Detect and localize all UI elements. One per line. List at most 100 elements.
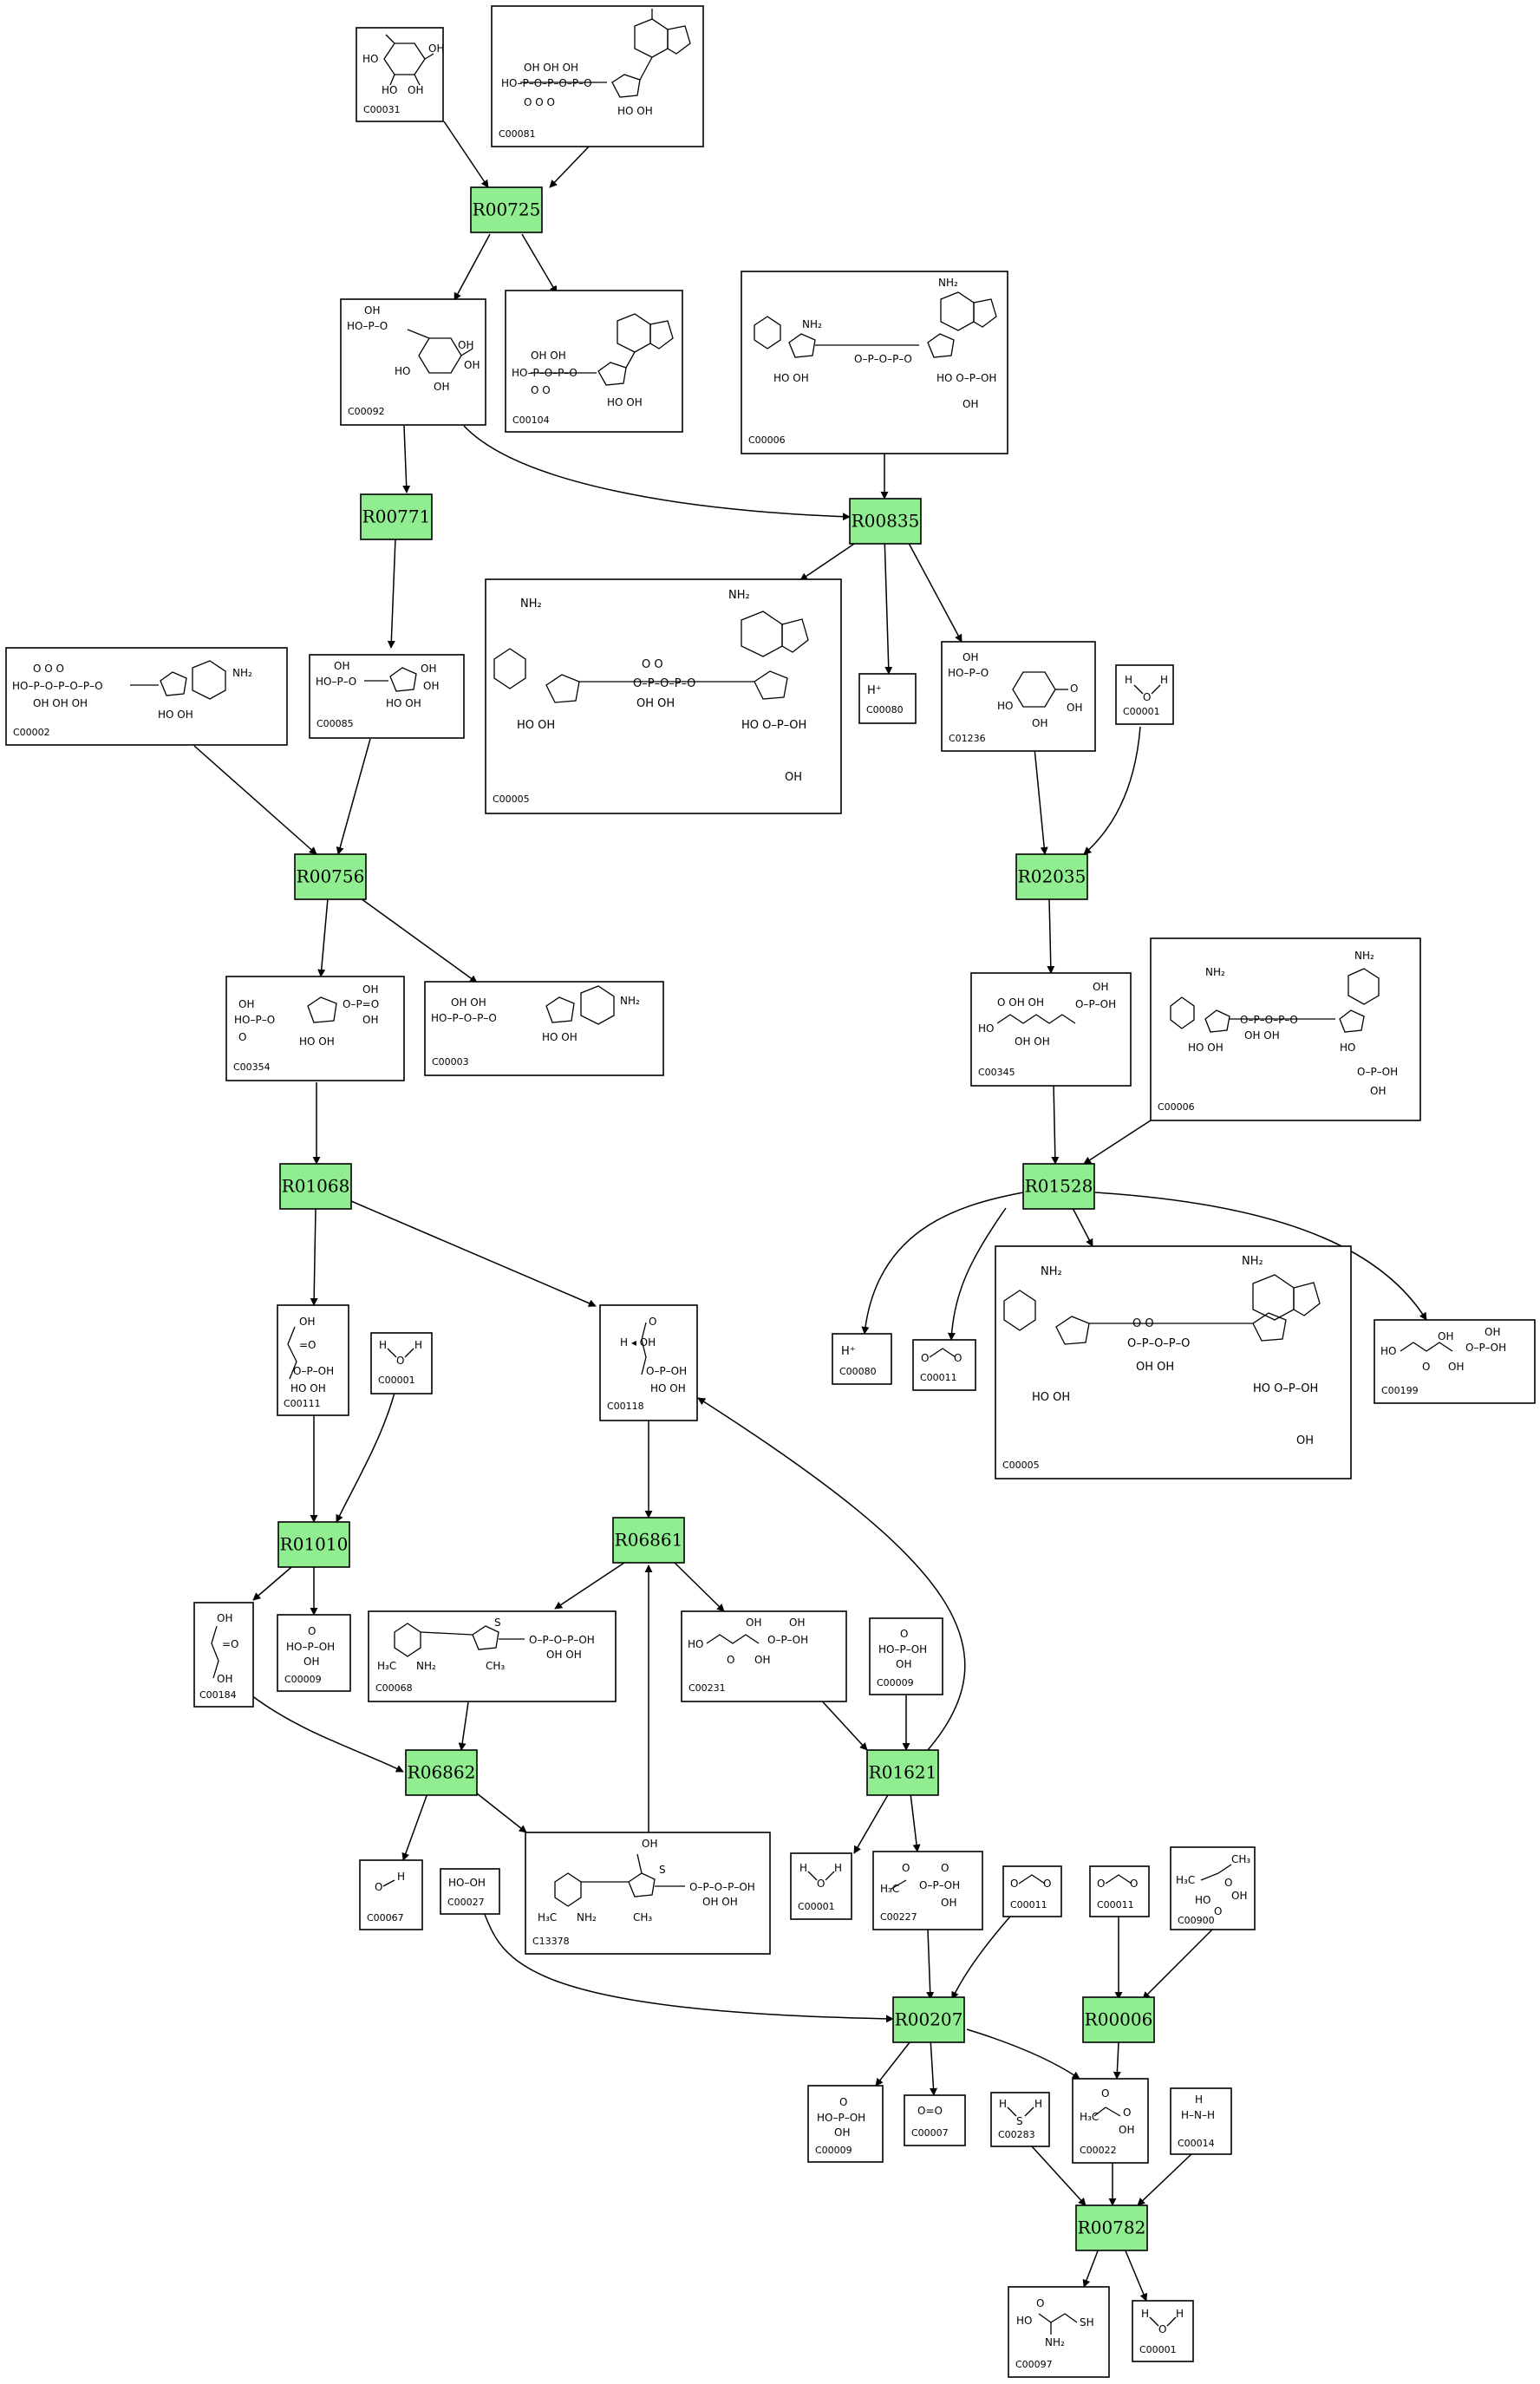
compound-c00227[interactable]: O H₃C O–P–OH O OH C00227 bbox=[872, 1851, 983, 1930]
compound-label: C00085 bbox=[316, 718, 354, 729]
edge bbox=[861, 1192, 1024, 1335]
atom-label: OH bbox=[362, 1014, 378, 1026]
compound-c00005[interactable]: NH₂ O–P–O–P–O O O OH OH HO OH NH₂ HO O–P… bbox=[995, 1245, 1352, 1479]
compound-c00354[interactable]: HO–P–O OH O O–P=O OH OH HO OH C00354 bbox=[225, 976, 405, 1081]
atom-label: H bbox=[1141, 2308, 1149, 2320]
compound-c01236[interactable]: HO–P–O OH O OH HO OH C01236 bbox=[941, 641, 1096, 752]
reaction-r00207[interactable]: R00207 bbox=[892, 1996, 965, 2043]
compound-c00067[interactable]: O H C00067 bbox=[359, 1859, 423, 1930]
compound-c00027[interactable]: HO–OH C00027 bbox=[440, 1868, 500, 1915]
atom-label: HO–P–O bbox=[316, 676, 356, 688]
atom-label: HO–P–OH bbox=[817, 2112, 865, 2124]
compound-c00001[interactable]: H O H C00001 bbox=[1132, 2300, 1194, 2362]
edge bbox=[674, 1562, 725, 1612]
compound-c00031[interactable]: HO OH OH HO C00031 bbox=[356, 27, 444, 122]
edge bbox=[904, 534, 962, 643]
compound-formula: H⁺ bbox=[867, 684, 882, 697]
compound-c00006[interactable]: NH₂ O–P–O–P–O HO OH NH₂ HO O–P–OH OH C00… bbox=[741, 271, 1008, 454]
compound-c00011[interactable]: O O C00011 bbox=[1089, 1865, 1150, 1917]
compound-c00081[interactable]: HO–P–O–P–O–P–O OH OH OH O O O HO OH C000… bbox=[491, 5, 704, 147]
compound-c00006[interactable]: NH₂ O–P–O–P–O OH OH HO OH NH₂ HO O–P–OH … bbox=[1150, 937, 1421, 1121]
compound-c00001[interactable]: H O H C00001 bbox=[1115, 664, 1174, 725]
reaction-r02035[interactable]: R02035 bbox=[1015, 853, 1088, 900]
compound-c13378[interactable]: OH H₃C NH₂ S CH₃ O–P–O–P–OH OH OH C13378 bbox=[525, 1832, 771, 1955]
compound-c00002[interactable]: HO–P–O–P–O–P–O O O O OH OH OH NH₂ HO OH … bbox=[5, 647, 288, 746]
reaction-r06862[interactable]: R06862 bbox=[405, 1749, 478, 1796]
compound-c00011[interactable]: O O C00011 bbox=[1002, 1865, 1062, 1917]
reaction-r00782[interactable]: R00782 bbox=[1075, 2204, 1148, 2251]
compound-c00009[interactable]: O HO–P–OH OH C00009 bbox=[869, 1617, 943, 1695]
reaction-r01621[interactable]: R01621 bbox=[866, 1749, 939, 1796]
atom-label: O–P–O–P–OH bbox=[529, 1634, 595, 1646]
compound-label: C00011 bbox=[1097, 1899, 1134, 1910]
atom-label: NH₂ bbox=[416, 1660, 436, 1672]
compound-c00118[interactable]: O H ◂ OH O–P–OH HO OH C00118 bbox=[599, 1304, 698, 1421]
compound-formula: O=O bbox=[917, 2105, 943, 2117]
reaction-r06861[interactable]: R06861 bbox=[612, 1517, 685, 1564]
compound-c00001[interactable]: H O H C00001 bbox=[790, 1852, 852, 1920]
reaction-r00771[interactable]: R00771 bbox=[360, 493, 433, 540]
compound-c00009[interactable]: O HO–P–OH OH C00009 bbox=[807, 2085, 884, 2163]
structure-acetolactate bbox=[1200, 1864, 1232, 1881]
compound-label: C00003 bbox=[432, 1056, 469, 1068]
atom-label: NH₂ bbox=[1045, 2336, 1065, 2348]
atom-label: H bbox=[1160, 674, 1168, 686]
compound-c00003[interactable]: HO–P–O–P–O OH OH NH₂ HO OH C00003 bbox=[424, 981, 664, 1076]
atom-label: HO bbox=[382, 84, 397, 96]
compound-label: C00081 bbox=[499, 128, 536, 140]
edge bbox=[1047, 898, 1055, 974]
atom-label: HO OH bbox=[386, 697, 421, 709]
atom-label: H bbox=[1195, 2093, 1203, 2106]
compound-c00080[interactable]: H⁺ C00080 bbox=[832, 1333, 892, 1385]
atom-label: O bbox=[727, 1654, 734, 1666]
compound-c00900[interactable]: CH₃ H₃C O OH HO O C00900 bbox=[1170, 1846, 1256, 1930]
compound-c00014[interactable]: H H–N–H C00014 bbox=[1170, 2087, 1232, 2155]
reaction-r00725[interactable]: R00725 bbox=[470, 186, 543, 233]
atom-label: NH₂ bbox=[620, 995, 640, 1007]
compound-c00283[interactable]: H S H C00283 bbox=[990, 2092, 1050, 2147]
edge bbox=[360, 898, 478, 983]
compound-c00011[interactable]: O O C00011 bbox=[912, 1339, 976, 1391]
edge bbox=[697, 1397, 966, 1751]
atom-label: OH OH bbox=[546, 1649, 582, 1661]
compound-c00111[interactable]: OH =O O–P–OH HO OH C00111 bbox=[277, 1304, 349, 1416]
compound-c00184[interactable]: OH =O OH C00184 bbox=[193, 1602, 254, 1708]
reaction-r01528[interactable]: R01528 bbox=[1022, 1163, 1095, 1210]
reaction-r00835[interactable]: R00835 bbox=[849, 498, 922, 545]
compound-c00104[interactable]: HO–P–O–P–O OH OH O O HO OH C00104 bbox=[505, 290, 683, 433]
edge bbox=[476, 1793, 527, 1833]
reaction-r01068[interactable]: R01068 bbox=[279, 1163, 352, 1210]
atom-label: NH₂ bbox=[520, 598, 542, 611]
structure-nadph bbox=[493, 611, 809, 703]
compound-c00005[interactable]: NH₂ O–P–O–P–O O O OH OH HO OH NH₂ HO O–P… bbox=[485, 578, 842, 814]
atom-label: HO–P–OH bbox=[878, 1643, 927, 1656]
compound-c00001[interactable]: H O H C00001 bbox=[370, 1332, 433, 1394]
atom-label: OH OH bbox=[636, 697, 675, 710]
atom-label: O O O bbox=[33, 663, 64, 675]
compound-c00092[interactable]: HO–P–O OH OH OH HO OH C00092 bbox=[340, 298, 486, 426]
reaction-r01010[interactable]: R01010 bbox=[277, 1521, 350, 1568]
compound-c00009[interactable]: O HO–P–OH OH C00009 bbox=[277, 1614, 351, 1692]
atom-label: NH₂ bbox=[728, 589, 750, 602]
atom-label: S bbox=[494, 1617, 501, 1629]
atom-label: H bbox=[1125, 674, 1132, 686]
compound-c00231[interactable]: HO O OH OH O–P–OH OH C00231 bbox=[681, 1610, 847, 1702]
compound-c00068[interactable]: H₃C NH₂ S CH₃ O–P–O–P–OH OH OH C00068 bbox=[368, 1610, 617, 1702]
compound-c00199[interactable]: HO O OH OH O–P–OH OH C00199 bbox=[1374, 1319, 1536, 1404]
atom-label: OH OH bbox=[1244, 1029, 1280, 1042]
compound-c00085[interactable]: HO–P–O OH OH OH HO OH C00085 bbox=[309, 654, 465, 739]
compound-c00007[interactable]: O=O C00007 bbox=[904, 2094, 966, 2146]
atom-label: OH bbox=[1370, 1085, 1386, 1097]
compound-c00080[interactable]: H⁺ C00080 bbox=[858, 673, 917, 724]
reaction-label: R06861 bbox=[615, 1530, 683, 1551]
compound-c00022[interactable]: O H₃C O OH C00022 bbox=[1072, 2078, 1149, 2164]
reaction-r00756[interactable]: R00756 bbox=[294, 853, 367, 900]
edge bbox=[1083, 1118, 1154, 1165]
compound-c00345[interactable]: HO O OH OH O–P–OH OH OH OH C00345 bbox=[970, 972, 1132, 1087]
atom-label: O bbox=[1422, 1361, 1430, 1373]
edge bbox=[402, 425, 411, 493]
reaction-r00006[interactable]: R00006 bbox=[1082, 1996, 1155, 2043]
compound-c00097[interactable]: O HO SH NH₂ C00097 bbox=[1008, 2286, 1110, 2378]
atom-label: NH₂ bbox=[1354, 950, 1374, 962]
atom-label: O bbox=[649, 1316, 656, 1328]
